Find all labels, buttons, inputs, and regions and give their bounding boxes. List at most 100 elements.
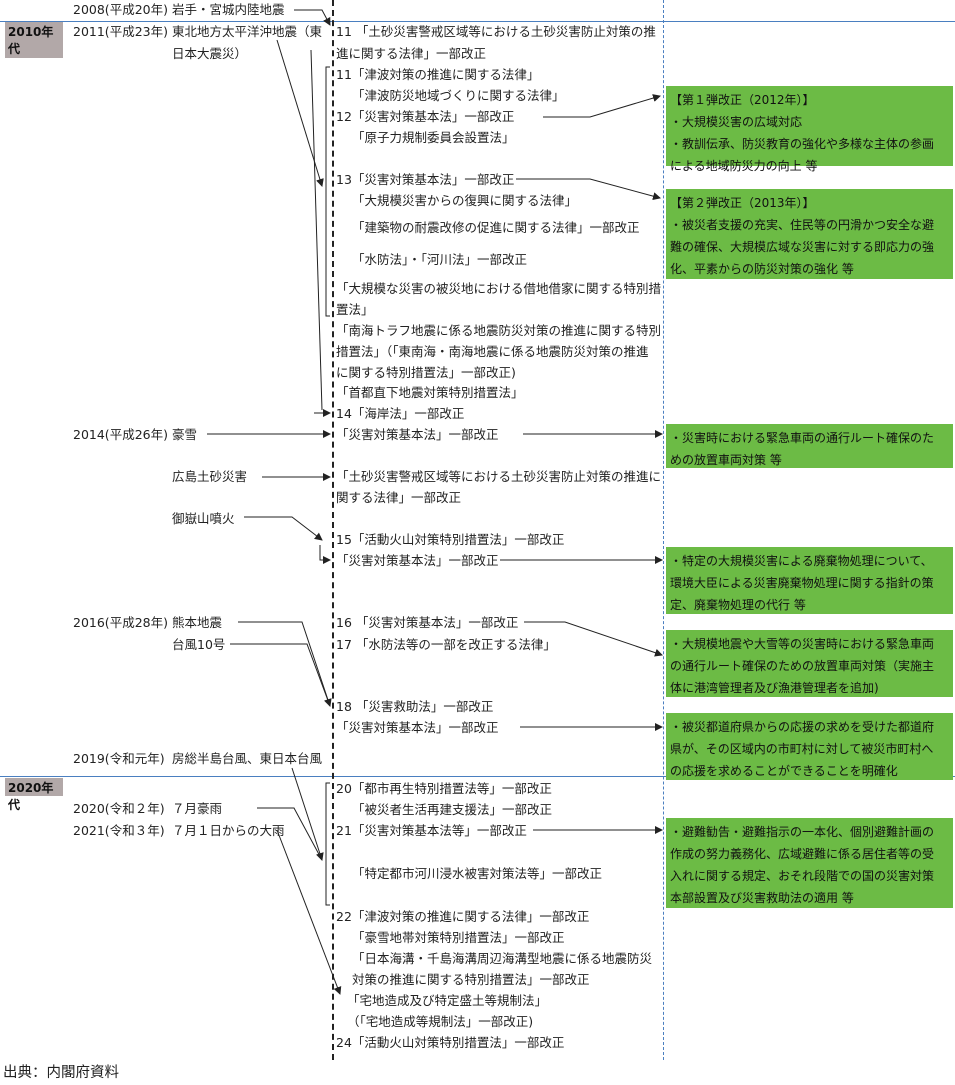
law-entry: 「大規模災害からの復興に関する法律」 [352,193,578,208]
revision-box-text: 定、廃棄物処理の代行 等 [670,598,806,612]
arrow-iwate [294,9,331,26]
arrow-july1-rain [276,829,342,995]
revision-box-text: 環境大臣による災害廃棄物処理に関する指針の策 [670,576,934,590]
law-entry: 16 「災害対策基本法」一部改正 [336,615,519,630]
event-july-heavy-rain: ７月豪雨 [172,801,223,816]
arrow-kumamoto [238,621,332,707]
law-entry: 11「津波対策の推進に関する法律」 [336,67,540,82]
source-note: 出典：内閣府資料 [3,1065,119,1081]
law-entry: 13「災害対策基本法」一部改正 [336,172,515,187]
law-entry: 「宅地造成及び特定盛土等規制法」 [347,993,548,1008]
revision-box-evacuation: ・避難勧告・避難指示の一本化、個別避難計画の 作成の努力義務化、広域避難に係る居… [666,818,953,908]
event-july1-heavy-rain: ７月１日からの大雨 [172,823,285,838]
year-2019: 2019(令和元年) [73,751,165,766]
law-entry: 関する法律」一部改正 [336,490,462,505]
revision-box-2012: 【第１弾改正（2012年）】 ・大規模災害の広域対応 ・教訓伝承、防災教育の強化… [666,86,953,173]
revision-box-text: 難の確保、大規模広域な災害に対する即応力の強 [670,240,935,254]
law-entry: に関する特別措置法」一部改正) [336,365,516,380]
era-label-2020: 2020年代 [5,778,63,812]
law-entry: 21「災害対策基本法等」一部改正 [336,823,527,838]
era-divider-2010 [0,21,955,22]
year-2016: 2016(平成28年) [73,615,168,630]
revision-box-text: ・教訓伝承、防災教育の強化や多様な主体の参画 [670,137,935,151]
law-entry: 17 「水防法等の一部を改正する法律」 [336,637,556,652]
year-2020: 2020(令和２年) [73,801,165,816]
event-hiroshima-landslide: 広島土砂災害 [172,469,248,484]
law-entry: 22「津波対策の推進に関する法律」一部改正 [336,909,590,924]
law-entry: 「災害対策基本法」一部改正 [336,720,499,735]
arrow-law-to-box-2012 [543,94,661,118]
law-entry: 対策の推進に関する特別措置法」一部改正 [352,972,590,987]
revision-box-text: 作成の努力義務化、広域避難に係る居住者等の受 [670,847,935,861]
revision-box-text: による地域防災力の向上 等 [670,159,818,173]
revision-content-axis [663,0,664,1060]
revision-box-text: ・被災都道府県からの応援の求めを受けた都道府 [670,720,935,734]
revision-box-port-managers: ・大規模地震や大雪等の災害時における緊急車両 の通行ルート確保のための放置車両対… [666,630,953,697]
law-entry: 14「海岸法」一部改正 [336,406,465,421]
law-entry: 「被災者生活再建支援法」一部改正 [352,802,553,817]
law-entry: 「建築物の耐震改修の促進に関する法律」一部改正 [352,220,640,235]
arrow-tohoku-to-14 [310,49,323,411]
revision-box-text: 【第２弾改正（2013年）】 [670,196,815,210]
law-entry: 進に関する法律」一部改正 [336,46,487,61]
arrow-ontake [244,516,323,541]
revision-box-text: 体に港湾管理者及び漁港管理者を追加) [670,681,879,695]
law-entry: 12「災害対策基本法」一部改正 [336,109,515,124]
law-entry: 「大規模な災害の被災地における借地借家に関する特別措 [336,281,662,296]
revision-box-text: めの放置車両対策 等 [670,453,782,467]
law-entry: 「特定都市河川浸水被害対策法等」一部改正 [352,866,603,881]
era-label-2010: 2010年代 [5,22,63,58]
year-2008: 2008(平成20年) [73,2,168,17]
law-entry: （「宅地造成等規制法」一部改正) [347,1014,534,1029]
revision-box-text: 入れに関する規定、おそれ段階での国の災害対策 [670,869,935,883]
event-heavy-snow: 豪雪 [172,427,198,442]
revision-box-text: ・大規模災害の広域対応 [670,115,803,129]
event-tohoku-earthquake-line1: 東北地方太平洋沖地震（東 [172,24,323,39]
law-entry: 15「活動火山対策特別措置法」一部改正 [336,532,565,547]
year-2011: 2011(平成23年) [73,24,168,39]
event-boso-typhoon: 房総半島台風、東日本台風 [172,751,323,766]
bracket-2011-laws [325,66,330,317]
law-entry: 「南海トラフ地震に係る地震防災対策の推進に関する特別 [336,323,662,338]
event-tohoku-earthquake-line2: 日本大震災） [172,46,248,61]
arrow-typhoon10 [230,643,331,707]
law-entry: 20「都市再生特別措置法等」一部改正 [336,781,552,796]
revision-box-2013: 【第２弾改正（2013年）】 ・被災者支援の充実、住民等の円滑かつ安全な避 難の… [666,189,953,279]
revision-box-text: の通行ルート確保のための放置車両対策（実施主 [670,659,935,673]
event-iwate-miyagi-earthquake: 岩手・宮城内陸地震 [172,2,285,17]
arrow-boso [291,767,324,861]
event-kumamoto-earthquake: 熊本地震 [172,615,223,630]
arrow-july-rain [257,807,323,861]
law-entry: 「土砂災害警戒区域等における土砂災害防止対策の推進に [336,469,662,484]
arrow-law-to-box-2013 [516,178,661,201]
law-entry: 「津波防災地域づくりに関する法律」 [352,88,565,103]
law-entry: 18 「災害救助法」一部改正 [336,699,494,714]
event-ontake-eruption: 御嶽山噴火 [172,511,235,526]
bracket-2020-laws [325,782,330,906]
revision-box-text: ・特定の大規模災害による廃棄物処理について、 [670,554,933,568]
revision-box-text: の応援を求めることができることを明確化 [670,764,898,778]
revision-box-text: 化、平素からの防災対策の強化 等 [670,262,854,276]
revision-box-text: ・大規模地震や大雪等の災害時における緊急車両 [670,637,935,651]
law-entry: 措置法」（「東南海・南海地震に係る地震防災対策の推進 [336,344,649,359]
law-entry: 「災害対策基本法」一部改正 [336,553,499,568]
law-entry: 「災害対策基本法」一部改正 [336,427,499,442]
year-2014: 2014(平成26年) [73,427,168,442]
revision-box-text: 本部設置及び災害救助法の適用 等 [670,891,854,905]
era-divider-2020 [0,776,955,777]
revision-box-text: ・避難勧告・避難指示の一本化、個別避難計画の [670,825,935,839]
revision-box-text: ・災害時における緊急車両の通行ルート確保のた [670,431,935,445]
law-entry: 置法」 [336,302,374,317]
year-2021: 2021(令和３年) [73,823,165,838]
law-entry: 「日本海溝・千島海溝周辺海溝型地震に係る地震防災 [352,951,653,966]
law-entry: 11 「土砂災害警戒区域等における土砂災害防止対策の推 [336,24,656,39]
revision-box-text: 【第１弾改正（2012年）】 [670,93,815,107]
law-timeline-axis [332,0,334,1060]
revision-box-text: ・被災者支援の充実、住民等の円滑かつ安全な避 [670,218,935,232]
law-entry: 「水防法」・「河川法」一部改正 [352,252,528,267]
law-entry: 「原子力規制委員会設置法」 [352,130,515,145]
revision-box-text: 県が、その区域内の市町村に対して被災市町村へ [670,742,934,756]
arrow-tohoku [276,39,324,187]
